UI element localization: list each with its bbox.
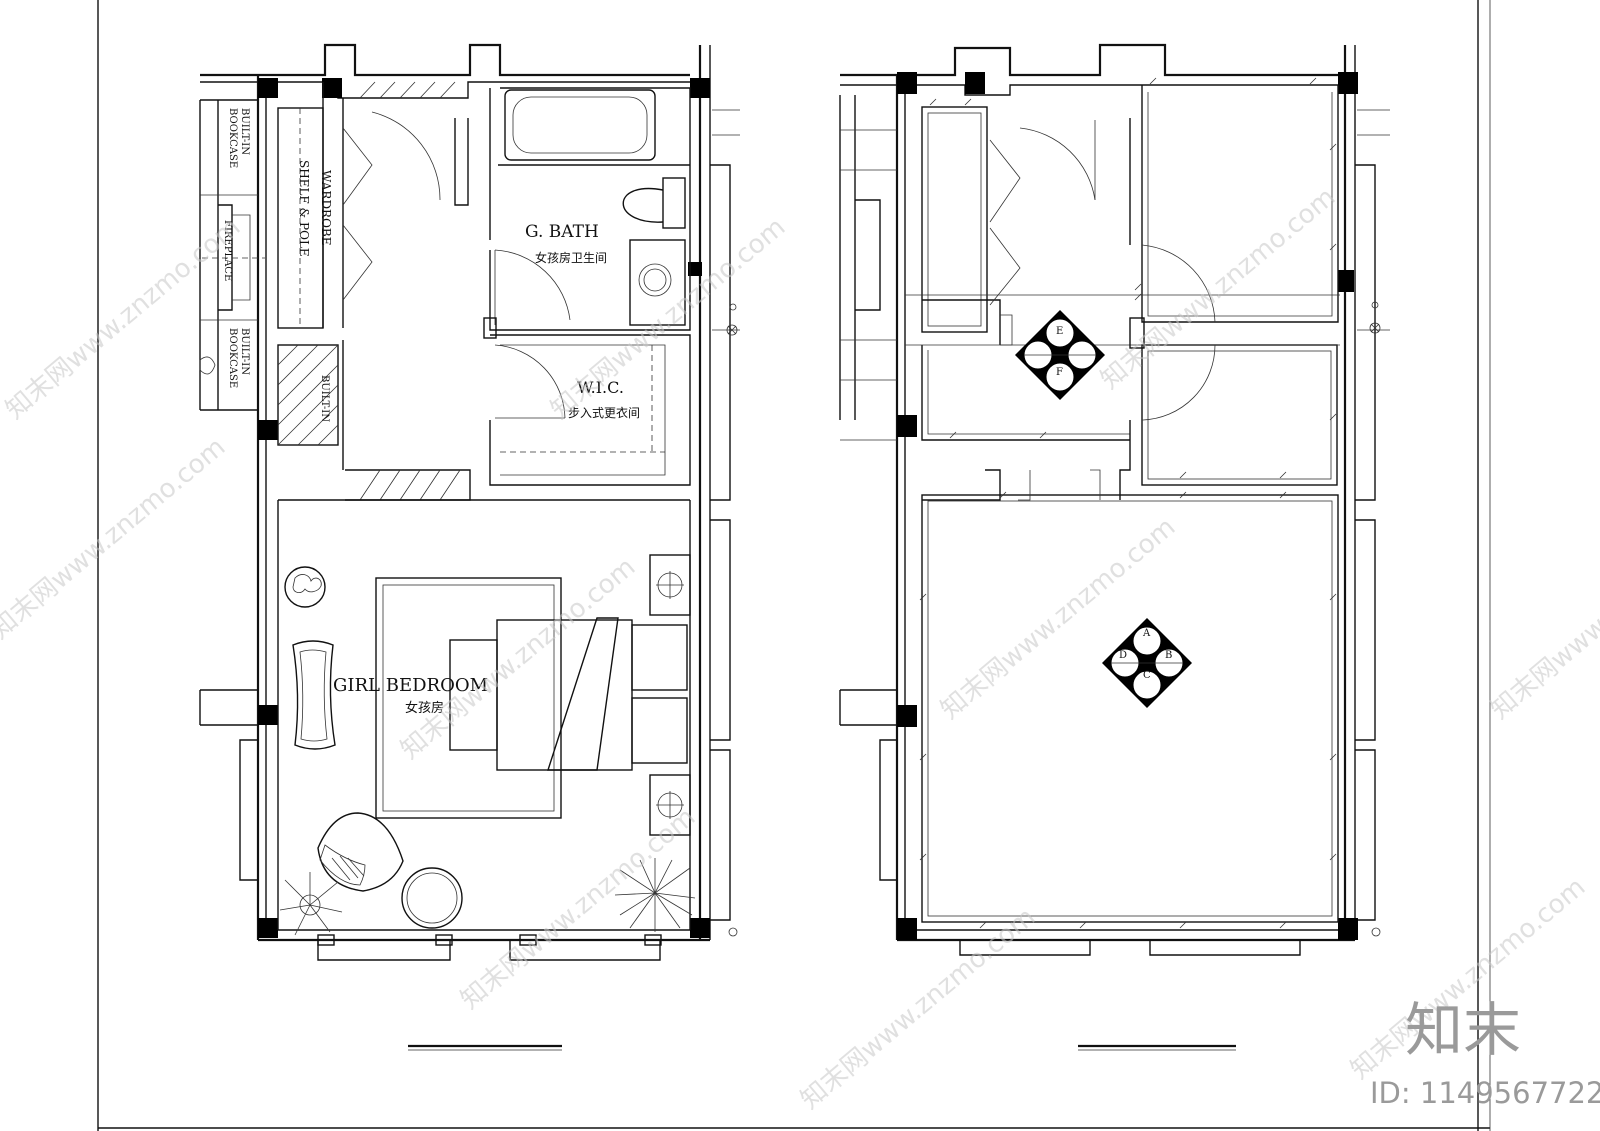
watermark-text: 知末网www.znzmo.com: [795, 902, 1041, 1115]
bedroom-label-en: GIRL BEDROOM: [333, 675, 488, 696]
bookcase-bottom-label-1: BUILT-IN: [239, 328, 250, 375]
built-in-label: BUILT-IN: [319, 375, 330, 422]
tag-main-d: D: [1119, 650, 1127, 661]
left-floor-plan: [199, 43, 740, 1051]
elevation-tag-top: E F: [1015, 310, 1105, 400]
plant-right: [614, 858, 696, 932]
watermark-id: ID: 1149567722: [1370, 1076, 1600, 1110]
built-in-hatch: [277, 344, 339, 446]
watermark-text: 知末网www.znzmo.com: [1485, 512, 1600, 725]
plant-left: [279, 872, 343, 936]
watermark-text: 知末网www.znzmo.com: [1095, 182, 1341, 395]
tag-main-c: C: [1143, 670, 1151, 681]
watermark-text: 知末网www.znzmo.com: [455, 802, 701, 1015]
tag-top-e: E: [1056, 326, 1063, 337]
right-floor-plan: E F A D B C: [839, 43, 1390, 1051]
elevation-tag-main: A D B C: [1102, 618, 1192, 708]
bedroom-label-cn: 女孩房: [405, 700, 444, 716]
watermark-text: 知末网www.znzmo.com: [395, 552, 641, 765]
wic-label-en: W.I.C.: [577, 378, 624, 397]
top-hatch: [359, 81, 456, 99]
left-plan-labels: G. BATH 女孩房卫生间 W.I.C. 步入式更衣间 GIRL BEDROO…: [222, 108, 640, 716]
threshold-hatch: [359, 469, 461, 501]
bath-label-cn: 女孩房卫生间: [535, 250, 607, 265]
bookcase-top-label-2: BOOKCASE: [227, 108, 238, 168]
watermark-layer: 知末网www.znzmo.com 知末网www.znzmo.com 知末网www…: [0, 182, 1600, 1115]
fireplace-label: FIREPLACE: [222, 220, 233, 281]
bath-label-en: G. BATH: [525, 222, 599, 242]
wardrobe-label: WARDROBE: [319, 170, 333, 246]
watermark-text: 知末网www.znzmo.com: [0, 212, 246, 425]
tag-main-b: B: [1165, 650, 1172, 661]
wic-label-cn: 步入式更衣间: [568, 405, 640, 420]
chair-hatch: [331, 855, 365, 881]
shelf-pole-label: SHELF & POLE: [297, 160, 311, 257]
watermark-text: 知末网www.znzmo.com: [0, 432, 231, 645]
tag-top-f: F: [1056, 367, 1063, 378]
watermark-logo: 知末: [1405, 996, 1521, 1064]
bookcase-bottom-label-2: BOOKCASE: [227, 328, 238, 388]
dimension-ticks: [919, 77, 1337, 929]
tag-main-a: A: [1142, 628, 1151, 639]
bookcase-top-label-1: BUILT-IN: [239, 108, 250, 155]
watermark-text: 知末网www.znzmo.com: [545, 212, 791, 425]
sheet-border: [97, 0, 1491, 1131]
